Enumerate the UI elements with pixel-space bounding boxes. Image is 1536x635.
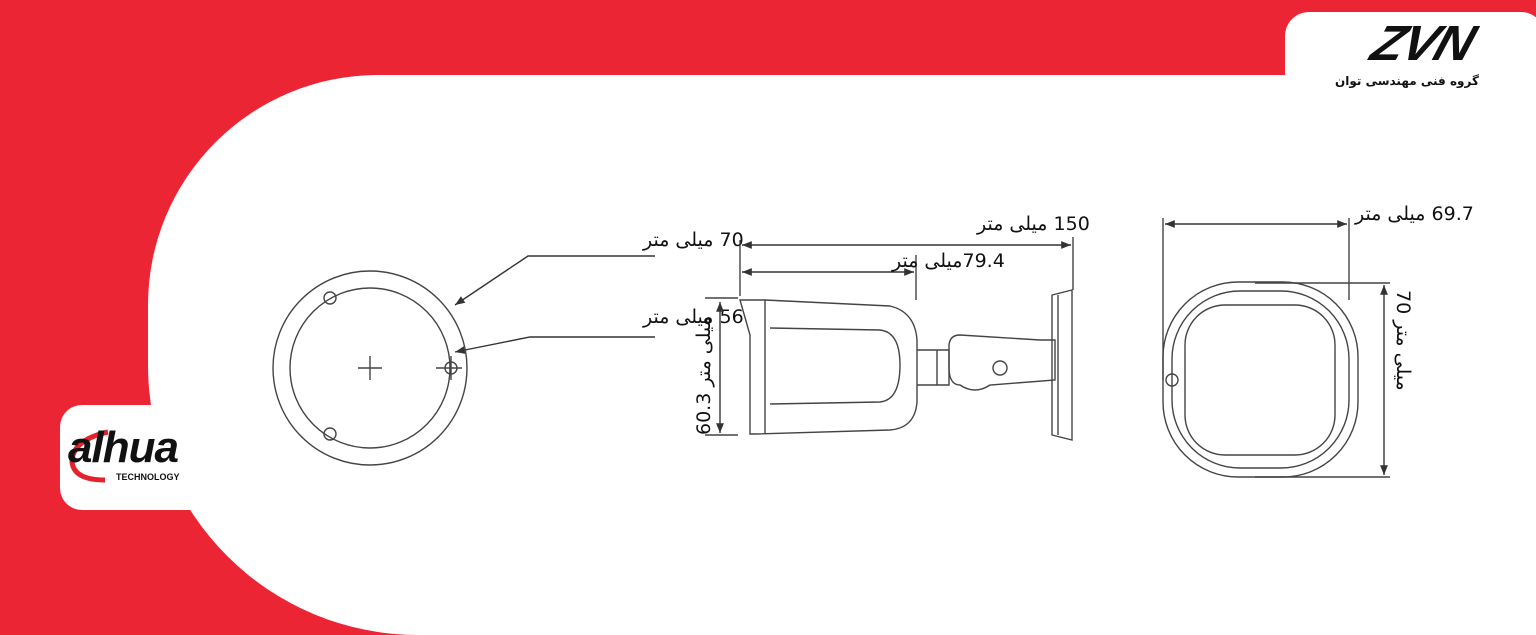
zvn-logo: ZVN (1364, 16, 1481, 72)
dahua-logo: alhua (68, 423, 179, 472)
side-view-drawing (705, 237, 1074, 441)
content-panel (148, 75, 1536, 635)
back-height-label: 70 میلی متر (1392, 290, 1414, 391)
dahua-logo-card (60, 405, 245, 510)
front-view-drawing (272, 255, 655, 466)
body-length-label: 79.4میلی متر (891, 250, 1005, 272)
back-width-label: 69.7 میلی متر (1354, 203, 1474, 225)
dahua-swoosh-icon (69, 429, 109, 483)
back-view-drawing (1162, 218, 1390, 478)
zvn-subtitle: گروه فنی مهندسی توان (1335, 74, 1479, 88)
total-length-label: 150 میلی متر (976, 213, 1090, 235)
dahua-subtitle: TECHNOLOGY (116, 472, 180, 482)
side-height-label: 60.3 میلی متر (693, 316, 715, 435)
zvn-logo-card (1285, 12, 1536, 112)
dimension-diagram: 70 میلی متر 56 میلی متر 150 میلی متر 79.… (69, 203, 1474, 483)
outer-diameter-label: 70 میلی متر (642, 229, 744, 251)
